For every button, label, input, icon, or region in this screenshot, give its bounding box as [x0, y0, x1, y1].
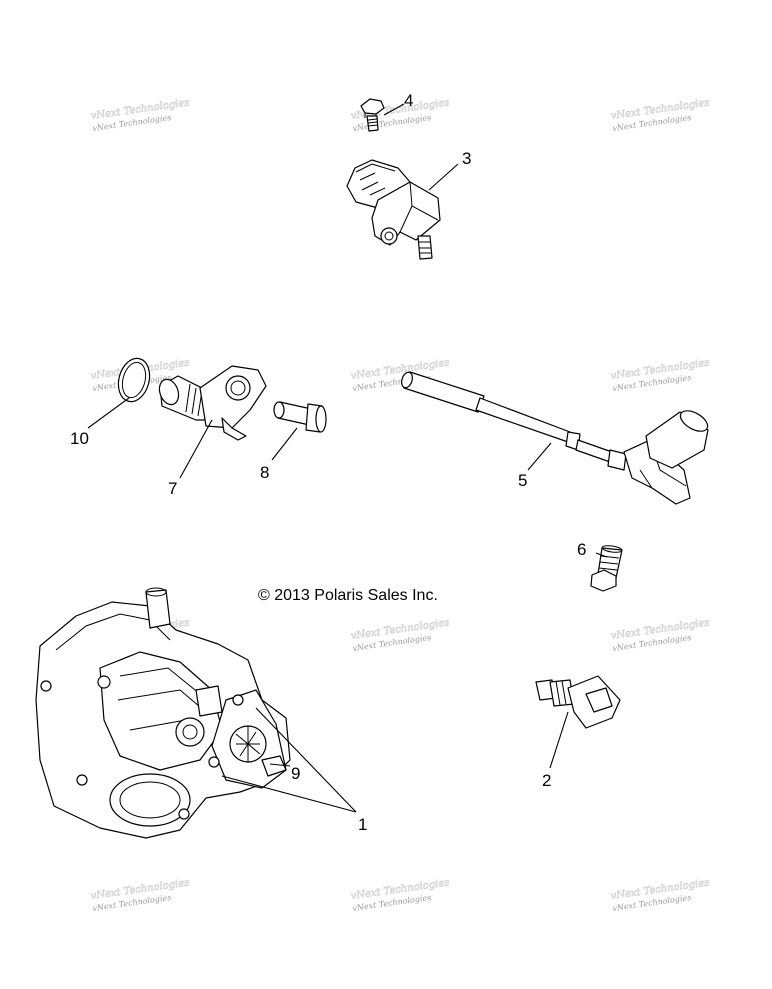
watermark: vNext Technologies vNext Technologies	[610, 617, 711, 653]
callout-6: 6	[577, 540, 586, 559]
screw-icon	[590, 545, 623, 592]
leader-line-8	[271, 427, 298, 461]
crank-position-sensor-icon	[158, 365, 267, 441]
watermark: vNext Technologies vNext Technologies	[610, 97, 711, 133]
leader-line-7	[179, 419, 213, 479]
map-sensor-icon	[346, 159, 441, 260]
leader-line-3	[428, 163, 459, 191]
watermark: vNext Technologies vNext Technologies	[350, 617, 451, 653]
watermark: vNext Technologies vNext Technologies	[90, 877, 191, 913]
callouts: 4 3 10 7 8 5 6 2 9 1	[70, 91, 586, 834]
callout-10: 10	[70, 429, 89, 448]
temperature-sensor-icon	[535, 675, 621, 729]
leader-line-10	[87, 397, 130, 429]
watermark: vNext Technologies vNext Technologies	[610, 877, 711, 913]
copyright-notice: © 2013 Polaris Sales Inc.	[258, 587, 438, 604]
leader-line-4	[383, 103, 405, 116]
leader-line-1a	[255, 707, 357, 813]
leader-line-6	[595, 552, 608, 558]
callout-9: 9	[291, 764, 300, 783]
o-ring-icon	[117, 357, 151, 403]
leader-line-1b	[221, 775, 357, 813]
screw-icon	[360, 98, 385, 132]
callout-1: 1	[358, 815, 367, 834]
callout-7: 7	[168, 479, 177, 498]
callout-3: 3	[462, 149, 471, 168]
callout-2: 2	[542, 771, 551, 790]
tps-sensor-icon	[208, 689, 287, 789]
watermark: vNext Technologies vNext Technologies	[610, 357, 711, 393]
leader-line-2	[549, 711, 569, 769]
bushing-icon	[273, 401, 327, 433]
watermark: vNext Technologies vNext Technologies	[90, 97, 191, 133]
speed-sensor-harness-icon	[401, 371, 709, 505]
leader-lines	[87, 103, 608, 813]
leader-line-9	[269, 763, 291, 767]
callout-8: 8	[260, 463, 269, 482]
callout-5: 5	[518, 471, 527, 490]
leader-line-5	[527, 442, 552, 471]
watermark: vNext Technologies vNext Technologies	[350, 877, 451, 913]
callout-4: 4	[404, 91, 413, 110]
